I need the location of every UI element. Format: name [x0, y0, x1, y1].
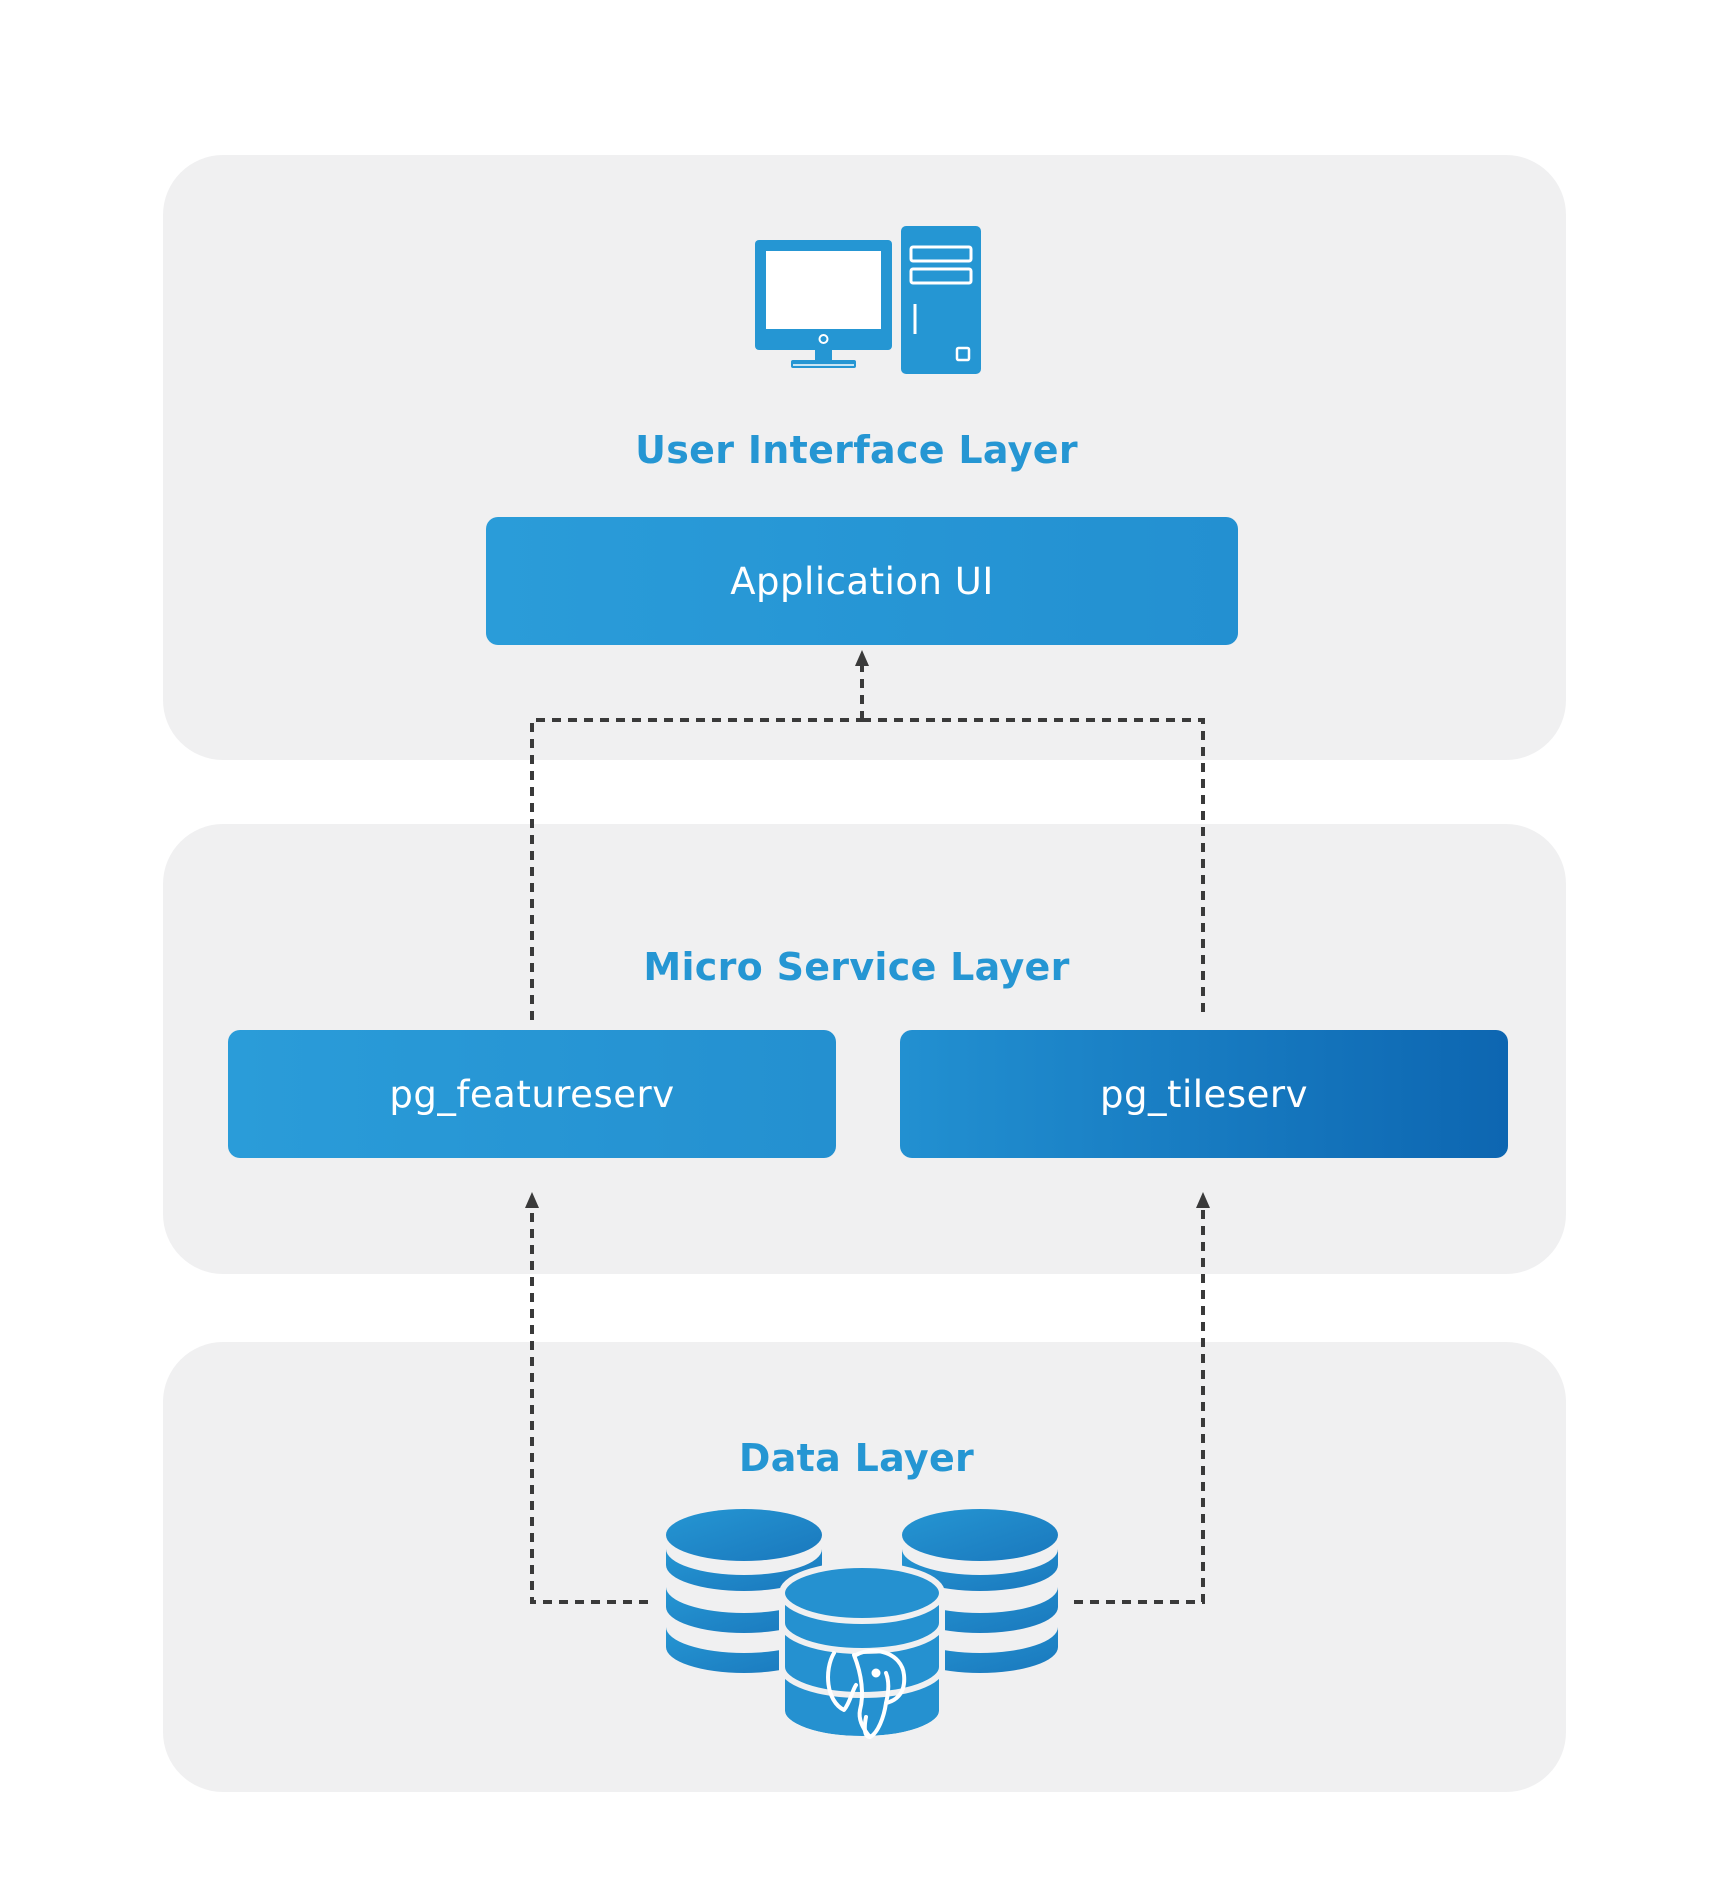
layer-title-ui: User Interface Layer — [635, 428, 1078, 472]
pg-tileserv-box: pg_tileserv — [900, 1030, 1508, 1158]
layer-title-data: Data Layer — [738, 1436, 975, 1480]
postgresql-database-icon — [664, 1505, 1060, 1750]
desktop-computer-icon — [753, 222, 983, 374]
application-ui-box: Application UI — [486, 517, 1238, 645]
layer-title-microservice: Micro Service Layer — [643, 945, 1070, 989]
pg-featureserv-box: pg_featureserv — [228, 1030, 836, 1158]
